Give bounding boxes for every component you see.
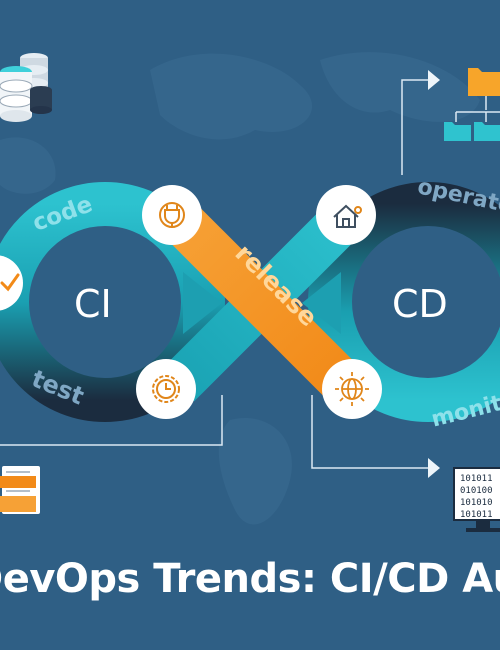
- release-band: [161, 201, 362, 402]
- document-stack-icon: [0, 466, 40, 514]
- folder-tree-icon: [444, 68, 500, 141]
- arrow-head-top: [428, 70, 440, 90]
- connector-lines: [0, 79, 428, 469]
- network-globe-icon: [335, 372, 369, 406]
- binary-line-2: 010100: [460, 486, 493, 496]
- node-plug: [142, 185, 202, 245]
- home-gear-icon: [333, 204, 362, 228]
- arrow-left-triangle: [183, 272, 222, 334]
- page-title: DevOps Trends: CI/CD Automation: [0, 556, 500, 602]
- node-clock: [136, 359, 196, 419]
- ci-title: CI: [74, 282, 112, 326]
- node-globe: [322, 359, 382, 419]
- checkmark-icon: [0, 273, 20, 292]
- arrow-right-triangle: [302, 272, 341, 334]
- arrow-head-bottom: [428, 458, 440, 478]
- world-map-background: [0, 52, 480, 525]
- plug-gear-icon: [159, 202, 185, 228]
- database-icon: [0, 53, 52, 122]
- binary-line-3: 101010: [460, 498, 493, 508]
- binary-line-4: 101011: [460, 510, 493, 520]
- binary-monitor-icon: 101011 010100 101010 101011: [453, 467, 500, 532]
- cd-title: CD: [392, 282, 448, 326]
- clock-gear-icon: [152, 375, 180, 403]
- node-home: [316, 185, 376, 245]
- binary-line-1: 101011: [460, 474, 493, 484]
- node-check: [0, 255, 23, 311]
